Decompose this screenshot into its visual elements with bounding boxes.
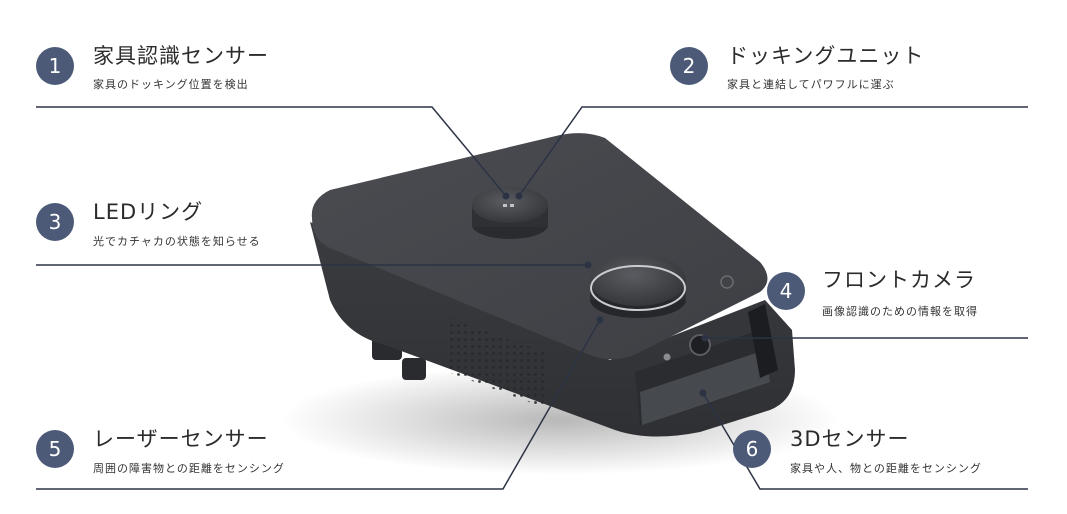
furniture-sensor <box>503 204 507 207</box>
callout-title-6: 3Dセンサー <box>790 427 910 451</box>
callout-badge-5: 5 <box>36 430 74 468</box>
callout-title-2: ドッキングユニット <box>727 44 925 68</box>
speaker-grille <box>448 318 545 408</box>
leader-line-2 <box>518 106 1028 197</box>
callout-badge-3: 3 <box>36 203 74 241</box>
leader-dot-4 <box>701 334 709 342</box>
callout-desc-1: 家具のドッキング位置を検出 <box>93 78 249 91</box>
callout-title-4: フロントカメラ <box>822 268 976 292</box>
leader-line-1 <box>36 106 507 197</box>
callout-desc-6: 家具や人、物との距離をセンシング <box>790 462 982 475</box>
furniture-sensor <box>510 204 514 207</box>
callout-desc-2: 家具と連結してパワフルに運ぶ <box>727 78 895 91</box>
power-indicator <box>720 275 734 289</box>
front-side-window <box>748 304 778 378</box>
3d-sensor-window <box>640 350 770 425</box>
callout-title-1: 家具認識センサー <box>93 44 269 68</box>
leader-line-5 <box>36 319 601 490</box>
callout-badge-2: 2 <box>670 47 708 85</box>
callout-desc-4: 画像認識のための情報を取得 <box>822 305 978 318</box>
callout-badge-1: 1 <box>36 47 74 85</box>
callout-title-3: LEDリング <box>93 200 204 224</box>
leader-dot-6 <box>699 389 707 397</box>
leader-dot-1 <box>502 192 510 200</box>
leader-line-6 <box>702 392 1028 490</box>
callout-title-5: レーザーセンサー <box>93 427 269 451</box>
front-indicator <box>663 353 671 361</box>
device-foot <box>402 358 426 380</box>
leader-dot-3 <box>584 261 592 269</box>
led-dial-top <box>590 254 686 306</box>
callout-badge-6: 6 <box>733 430 771 468</box>
leader-dot-5 <box>596 316 604 324</box>
callout-desc-3: 光でカチャカの状態を知らせる <box>93 235 261 248</box>
led-ring <box>590 265 686 311</box>
callout-desc-5: 周囲の障害物との距離をセンシング <box>93 462 285 475</box>
callout-badge-4: 4 <box>767 272 805 310</box>
leader-dot-2 <box>515 192 523 200</box>
